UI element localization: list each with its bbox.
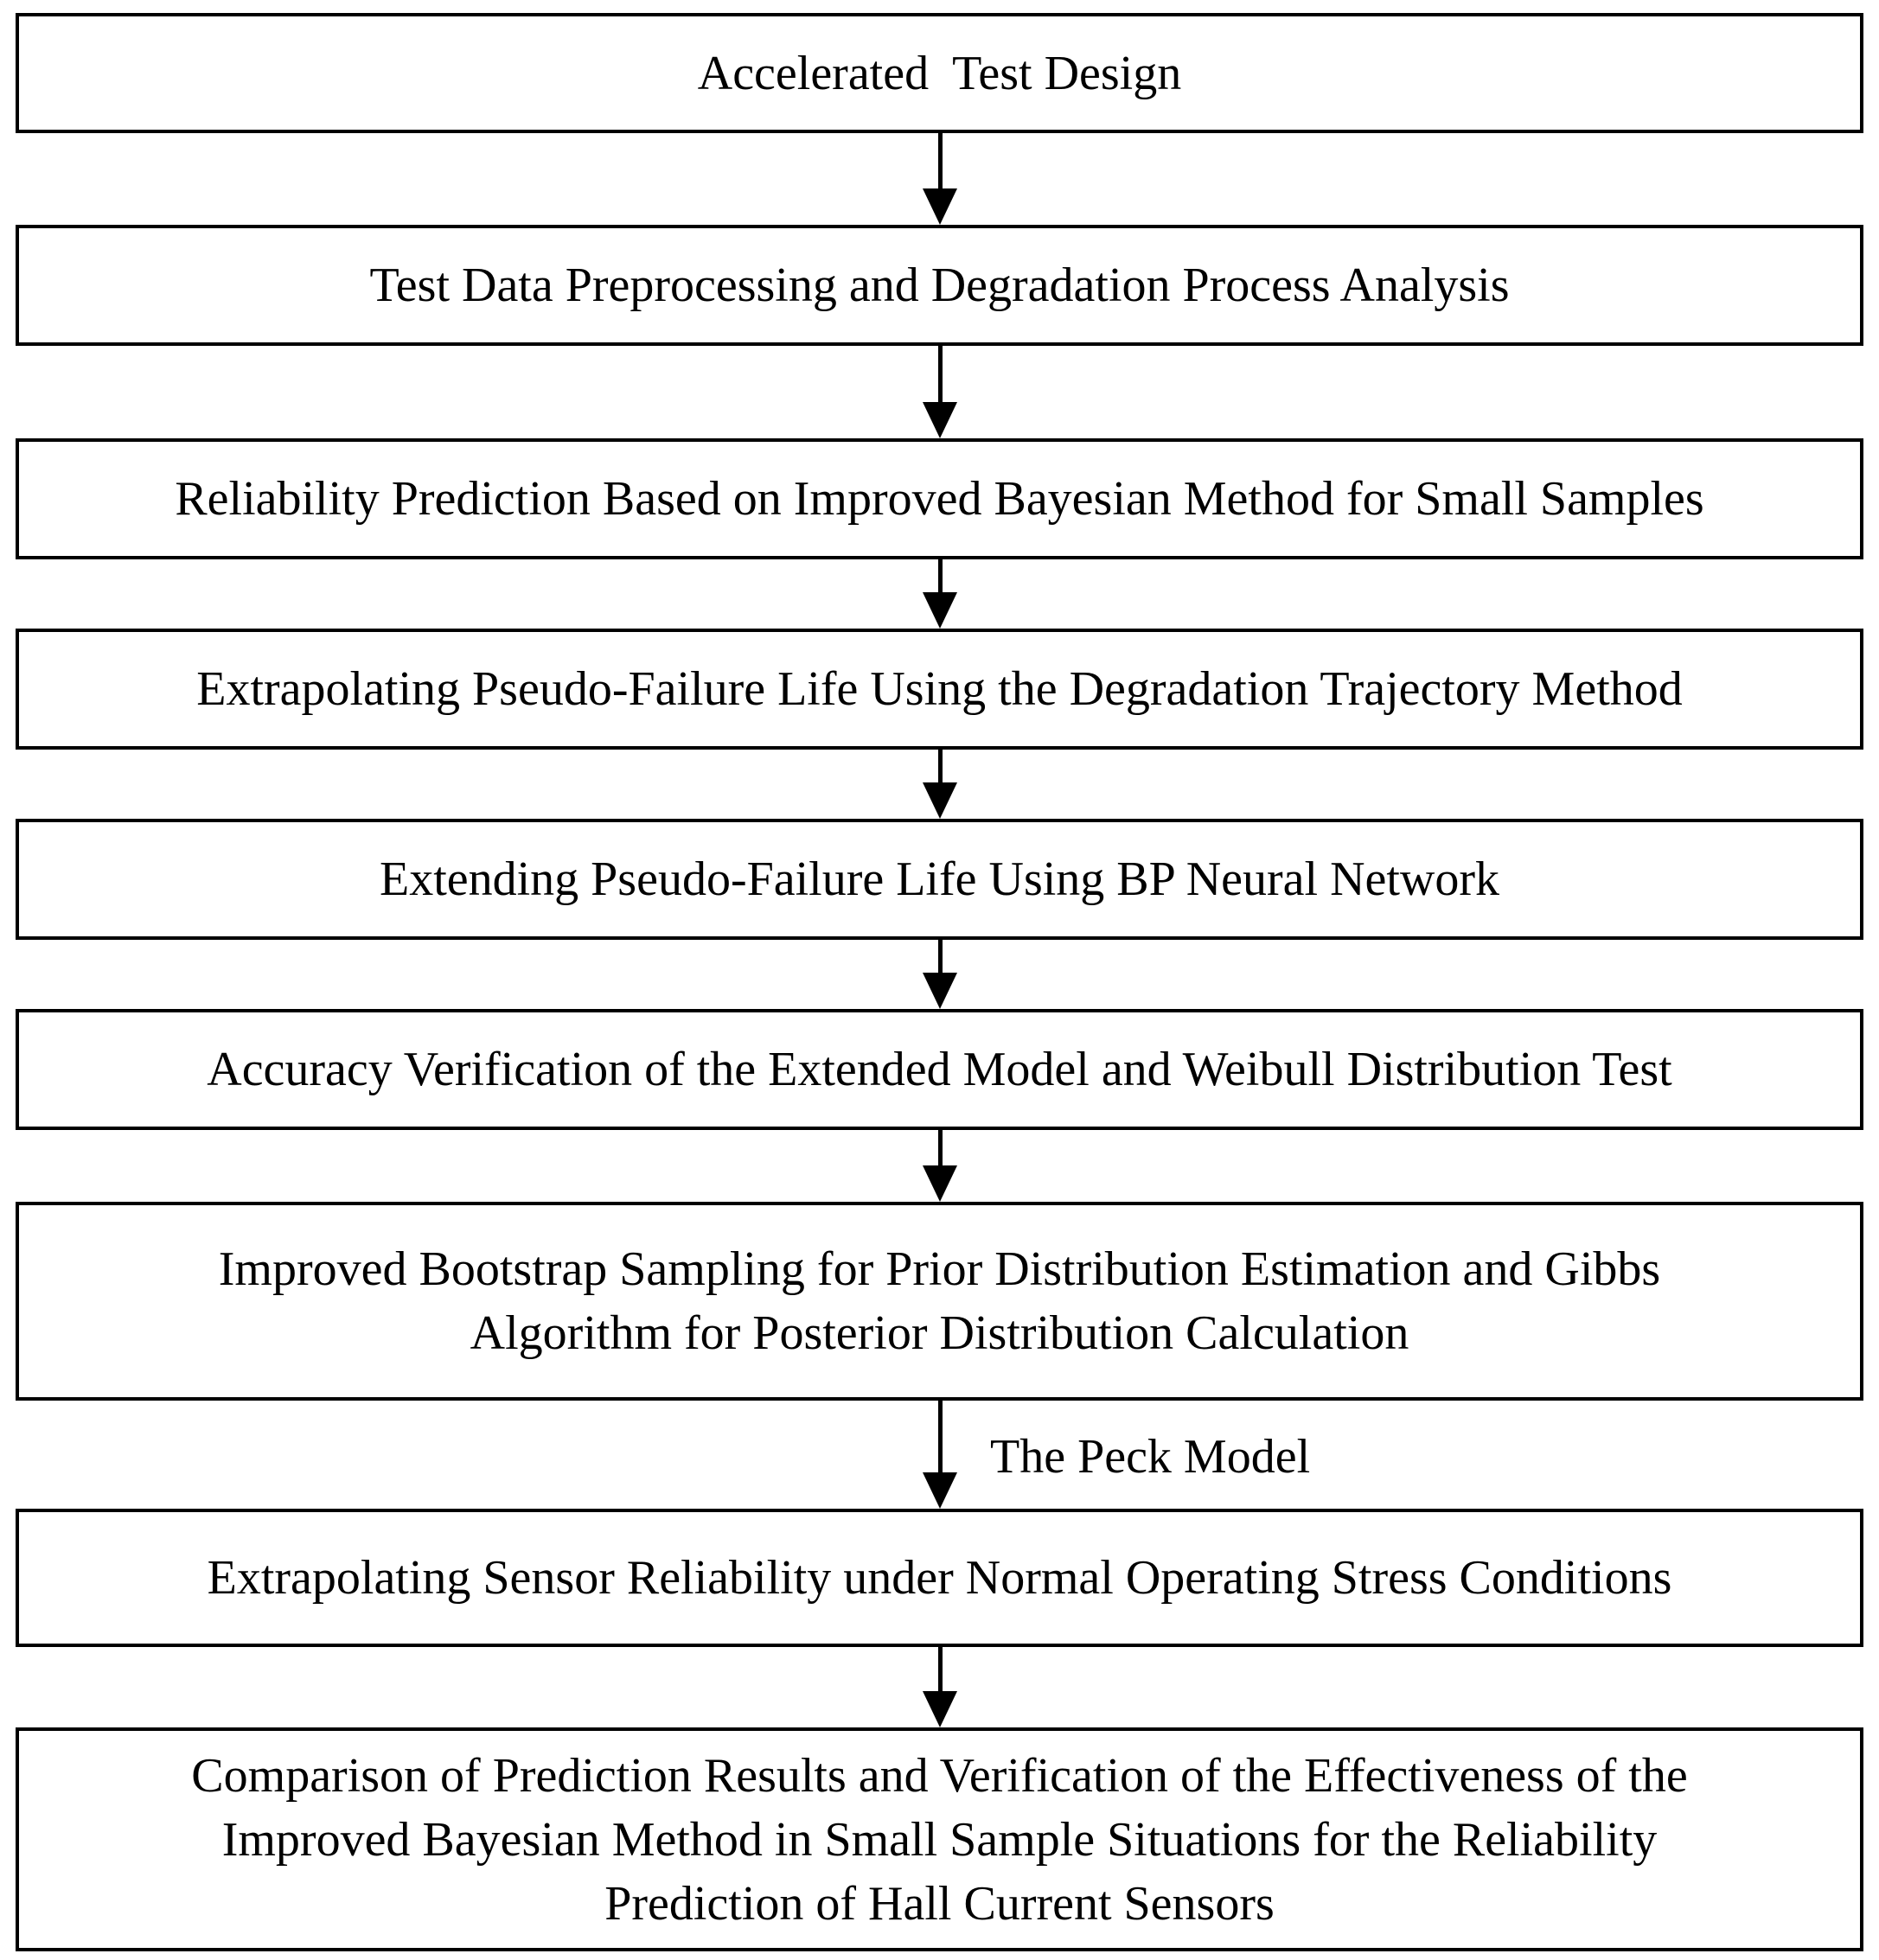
flow-arrow xyxy=(923,133,957,225)
arrow-head-icon xyxy=(923,188,957,225)
flow-arrow xyxy=(923,346,957,438)
flow-arrow xyxy=(923,559,957,629)
arrow-head-icon xyxy=(923,782,957,819)
step-label-line-2: Improved Bayesian Method in Small Sample… xyxy=(221,1812,1658,1867)
step-extrapolating-pseudo-failure-life: Extrapolating Pseudo-Failure Life Using … xyxy=(16,629,1863,750)
flow-arrow xyxy=(923,1647,957,1727)
step-comparison-of-results: Comparison of Prediction Results and Ver… xyxy=(16,1727,1863,1951)
arrow-shaft xyxy=(938,1647,943,1693)
arrow-shaft xyxy=(938,559,943,594)
arrow-head-icon xyxy=(923,1472,957,1509)
arrow-shaft xyxy=(938,940,943,974)
step-label: Accuracy Verification of the Extended Mo… xyxy=(207,1043,1672,1096)
flow-arrow xyxy=(923,750,957,819)
step-bootstrap-gibbs: Improved Bootstrap Sampling for Prior Di… xyxy=(16,1202,1863,1401)
step-label: Reliability Prediction Based on Improved… xyxy=(175,472,1704,526)
arrow-head-icon xyxy=(923,973,957,1009)
step-label: Extending Pseudo-Failure Life Using BP N… xyxy=(379,852,1500,906)
arrow-shaft xyxy=(938,133,943,188)
arrow-shaft xyxy=(938,346,943,402)
arrow-shaft xyxy=(938,1401,943,1474)
arrow-head-icon xyxy=(923,592,957,629)
step-test-data-preprocessing: Test Data Preprocessing and Degradation … xyxy=(16,225,1863,346)
step-label-line-1: Improved Bootstrap Sampling for Prior Di… xyxy=(218,1242,1661,1296)
step-label: Extrapolating Sensor Reliability under N… xyxy=(207,1551,1672,1605)
arrow-head-icon xyxy=(923,1691,957,1727)
peck-model-label: The Peck Model xyxy=(990,1430,1311,1484)
arrow-shaft xyxy=(938,1130,943,1167)
step-extrapolating-sensor-reliability: Extrapolating Sensor Reliability under N… xyxy=(16,1509,1863,1647)
step-extending-pseudo-failure-life: Extending Pseudo-Failure Life Using BP N… xyxy=(16,819,1863,940)
step-label-line-2: Algorithm for Posterior Distribution Cal… xyxy=(470,1306,1409,1360)
flow-arrow xyxy=(923,940,957,1009)
step-label: Extrapolating Pseudo-Failure Life Using … xyxy=(196,662,1683,716)
step-label-line-3: Prediction of Hall Current Sensors xyxy=(604,1876,1275,1931)
step-reliability-prediction: Reliability Prediction Based on Improved… xyxy=(16,438,1863,559)
flow-arrow-peck-model xyxy=(923,1401,957,1509)
flow-arrow xyxy=(923,1130,957,1202)
step-label: Test Data Preprocessing and Degradation … xyxy=(369,259,1510,312)
step-accuracy-verification: Accuracy Verification of the Extended Mo… xyxy=(16,1009,1863,1130)
step-accelerated-test-design: Accelerated Test Design xyxy=(16,13,1863,133)
step-label-line-1: Comparison of Prediction Results and Ver… xyxy=(191,1748,1688,1803)
step-label: Accelerated Test Design xyxy=(697,46,1182,100)
arrow-shaft xyxy=(938,750,943,784)
arrow-head-icon xyxy=(923,1165,957,1202)
arrow-head-icon xyxy=(923,402,957,438)
